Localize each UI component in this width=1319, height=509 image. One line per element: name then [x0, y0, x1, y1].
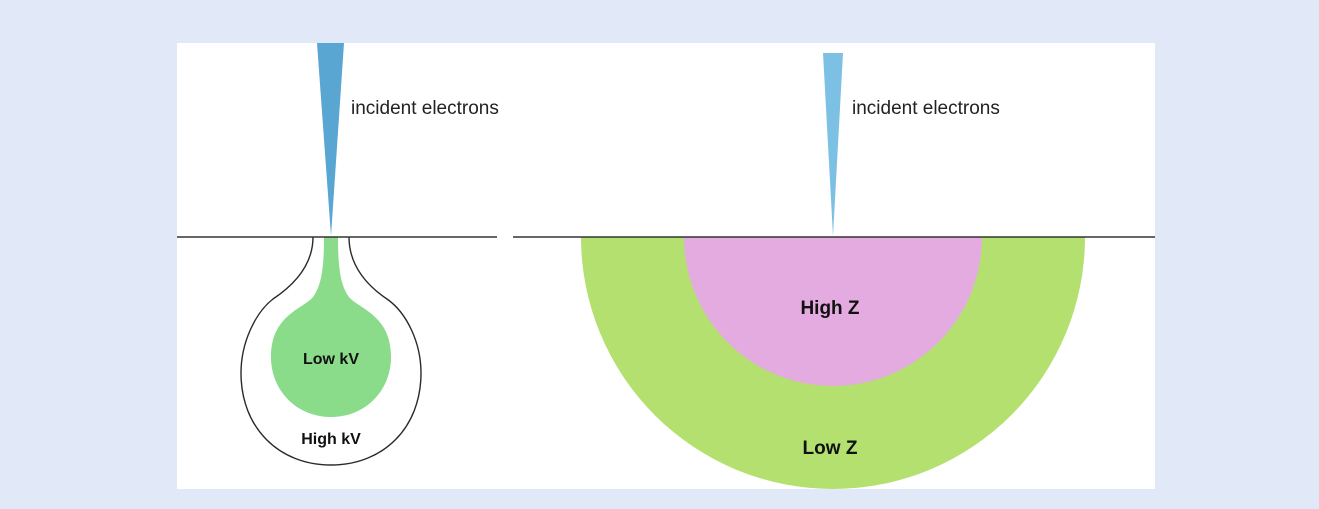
- interaction-volume-diagram: incident electrons Low kV High kV incide…: [177, 43, 1155, 489]
- high-kv-label: High kV: [301, 431, 361, 448]
- beam-label-left: incident electrons: [351, 98, 499, 119]
- right-diagram: incident electrons High Z Low Z: [513, 53, 1155, 489]
- diagram-panel: incident electrons Low kV High kV incide…: [177, 43, 1155, 489]
- high-z-volume: [684, 237, 982, 386]
- low-kv-volume: [271, 237, 391, 417]
- high-z-label: High Z: [800, 298, 859, 319]
- left-diagram: incident electrons Low kV High kV: [177, 43, 499, 466]
- beam-label-right: incident electrons: [852, 98, 1000, 119]
- low-kv-label: Low kV: [303, 351, 359, 368]
- electron-beam-left: [317, 43, 344, 236]
- low-z-label: Low Z: [803, 438, 858, 459]
- electron-beam-right: [823, 53, 843, 236]
